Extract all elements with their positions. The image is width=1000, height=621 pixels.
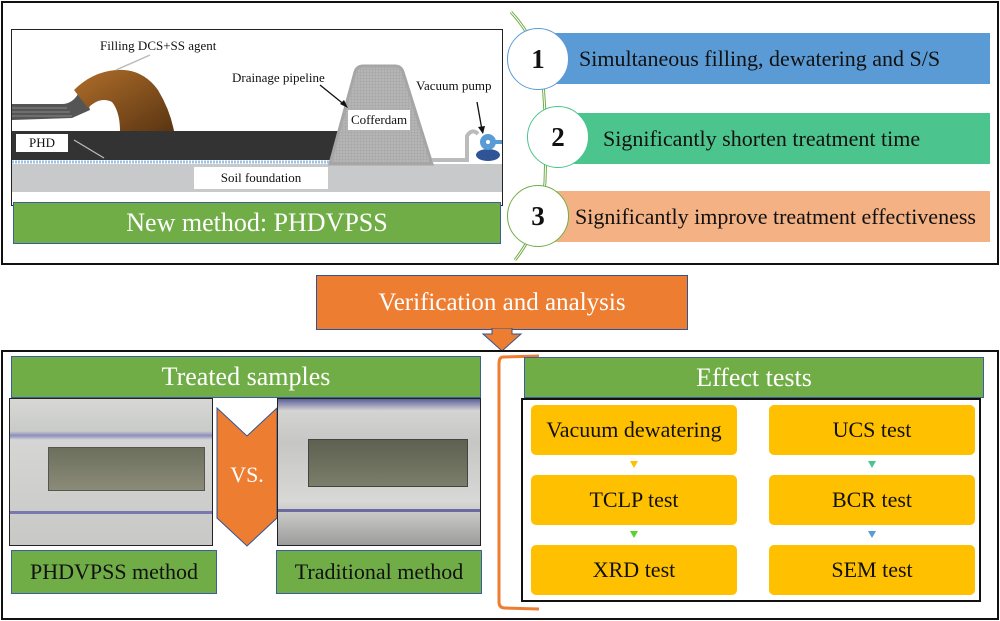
test-ucs: UCS test [769,405,975,455]
bottom-panel: Treated samples VS. PHDVPSS method Tradi… [1,350,999,620]
label-filling-agent: Filling DCS+SS agent [100,38,217,53]
test-bcr: BCR test [769,475,975,525]
feature-number-3-text: 3 [531,200,545,231]
feature-bar-2: Significantly shorten treatment time [573,113,990,164]
test-tclp: TCLP test [531,475,737,525]
verification-callout-text: Verification and analysis [378,288,626,316]
test-tclp-label: TCLP test [589,487,679,512]
dcs-material [74,69,174,131]
phdvpss-illustration: Filling DCS+SS agent Drainage pipeline C… [11,29,503,206]
treated-samples-title: Treated samples [161,362,331,391]
vacuum-pump-icon [476,134,502,161]
test-bcr-label: BCR test [831,487,913,512]
effect-tests-header: Effect tests [524,357,984,398]
feature-number-2: 2 [527,106,589,168]
vs-label: VS. [230,462,264,487]
drainage-pipe [432,129,480,162]
verification-callout: Verification and analysis [316,275,688,330]
feature-text-2: Significantly shorten treatment time [603,125,921,151]
test-ucs-label: UCS test [832,417,912,442]
phdvpss-method-caption: PHDVPSS method [11,550,217,594]
test-sem: SEM test [769,545,975,595]
arrow-down-icon [868,531,876,538]
treated-samples-header: Treated samples [11,356,481,398]
photo-rail [10,511,212,514]
callout-arrow-icon [481,328,523,352]
top-panel: Filling DCS+SS agent Drainage pipeline C… [1,1,999,265]
label-soil-foundation: Soil foundation [194,167,328,189]
feature-number-1-text: 1 [531,43,545,74]
phdvpss-sample-surface [48,447,205,491]
feature-text-1: Simultaneous filling, dewatering and S/S [579,45,941,71]
method-banner-text: New method: PHDVPSS [126,208,388,237]
phdvpss-sample-photo [9,398,213,546]
test-vacuum-dewatering: Vacuum dewatering [531,405,737,455]
arrow-down-icon [630,531,638,538]
feature-text-3: Significantly improve treatment effectiv… [575,203,976,229]
traditional-method-caption: Traditional method [276,550,482,594]
label-cofferdam: Cofferdam [348,110,411,130]
test-vacuum-dewatering-label: Vacuum dewatering [546,417,722,442]
arrow-down-icon [868,461,876,468]
photo-rail [278,509,480,512]
callout-arrow-shape [481,328,523,352]
arrow-down-icon [630,461,638,468]
feature-number-1: 1 [507,28,569,90]
method-banner: New method: PHDVPSS [13,202,501,244]
feature-number-2-text: 2 [551,121,565,152]
test-sem-label: SEM test [831,557,913,582]
feature-bar-3: Significantly improve treatment effectiv… [549,191,990,242]
effect-tests-title: Effect tests [696,362,812,392]
test-xrd: XRD test [531,545,737,595]
label-vacuum-pump: Vacuum pump [416,78,492,93]
effect-tests-grid: Vacuum dewatering TCLP test XRD test UCS… [521,398,981,602]
feature-number-3: 3 [507,185,569,247]
label-phd: PHD [16,134,68,152]
filling-hose [12,88,90,120]
phdvpss-method-caption-text: PHDVPSS method [29,559,199,584]
traditional-sample-photo [277,398,481,546]
label-drainage-pipeline: Drainage pipeline [232,70,325,85]
traditional-sample-surface [308,439,468,487]
test-xrd-label: XRD test [592,557,676,582]
traditional-method-caption-text: Traditional method [294,559,464,584]
effect-tests-bracket [497,354,540,611]
feature-bar-1: Simultaneous filling, dewatering and S/S [549,33,990,84]
